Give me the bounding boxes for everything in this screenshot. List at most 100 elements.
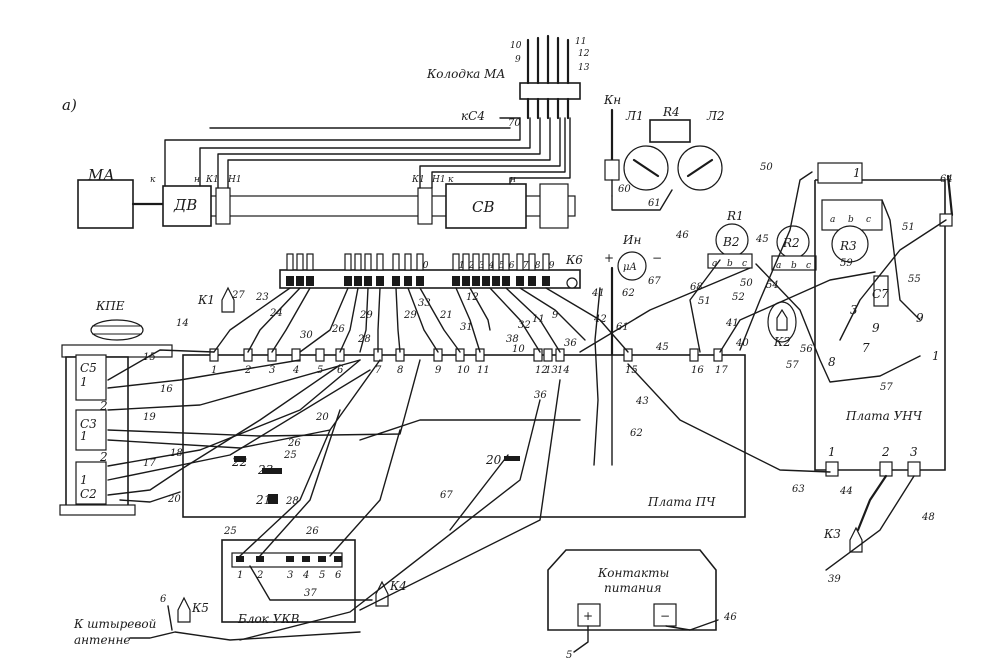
- k6-strip-pin: [502, 276, 510, 286]
- svg-text:К3: К3: [823, 527, 841, 541]
- svg-text:16: 16: [160, 384, 173, 395]
- svg-text:62: 62: [630, 428, 643, 439]
- svg-text:13: 13: [578, 63, 590, 73]
- ukv-pin: [334, 556, 342, 562]
- svg-text:21: 21: [255, 493, 271, 507]
- pch-pin-label: 13: [545, 365, 558, 376]
- svg-text:С3: С3: [80, 417, 97, 431]
- svg-text:45: 45: [755, 234, 769, 245]
- k6-strip-pin: [452, 276, 460, 286]
- pch-pin: [475, 348, 485, 362]
- l2-label: Л2: [706, 109, 725, 123]
- k6-strip-pin: [286, 276, 294, 286]
- svg-text:28: 28: [285, 496, 299, 507]
- figure-label: а): [62, 96, 77, 114]
- svg-text:1: 1: [80, 473, 88, 487]
- svg-text:5: 5: [566, 650, 572, 661]
- svg-text:10: 10: [512, 344, 525, 355]
- wire-number-labels: 27 23 24 14 15 16 19 18 17 20 22 23 21 2…: [143, 162, 940, 507]
- svg-text:a: a: [776, 261, 781, 271]
- pch-pin: [433, 348, 443, 362]
- svg-text:c: c: [742, 259, 747, 269]
- svg-text:11: 11: [575, 37, 586, 47]
- k6-label: К6: [565, 253, 583, 267]
- svg-text:b: b: [727, 259, 733, 269]
- pch-pin: [689, 348, 699, 362]
- pch-pin-label: 6: [337, 365, 344, 376]
- kolodka-ma-label: Колодка МА: [426, 67, 506, 81]
- k6-strip-pin: [516, 276, 524, 286]
- svg-text:к: к: [150, 175, 156, 185]
- pch-pin-label: 10: [457, 365, 470, 376]
- c2-section: [75, 461, 107, 505]
- power-contacts: Контакты питания + − 5 46: [547, 549, 737, 661]
- svg-text:С5: С5: [80, 361, 97, 375]
- lamps-and-switch: Кн 60 Л1 Л2 R4 61: [603, 93, 725, 211]
- kolodka-ma-body: [519, 82, 581, 100]
- svg-text:С2: С2: [80, 487, 97, 501]
- svg-text:52: 52: [732, 292, 745, 303]
- blok-ukv-body: [221, 539, 356, 623]
- ukv-pin-label: 3: [287, 570, 293, 581]
- svg-text:9: 9: [872, 321, 880, 335]
- svg-text:26: 26: [305, 526, 319, 537]
- svg-text:μA: μA: [623, 262, 637, 273]
- svg-text:41: 41: [591, 288, 605, 299]
- svg-text:Н1: Н1: [431, 175, 446, 185]
- r4-label: R4: [662, 105, 680, 119]
- ukv-pin: [318, 556, 326, 562]
- svg-text:к: к: [448, 175, 454, 185]
- pch-pin: [315, 348, 325, 362]
- svg-text:31: 31: [460, 322, 473, 333]
- k6-strip-pin: [472, 276, 480, 286]
- svg-text:7: 7: [862, 341, 870, 355]
- svg-text:c: c: [866, 215, 871, 225]
- controls-group: R1 В2 a b c R2 a b c a b c R3 С7 К2: [707, 199, 889, 349]
- l1-label: Л1: [625, 109, 644, 123]
- svg-text:19: 19: [143, 412, 156, 423]
- svg-text:2: 2: [99, 450, 108, 464]
- pch-pin: [335, 348, 345, 362]
- pch-pin-label: 9: [435, 365, 442, 376]
- svg-text:51: 51: [698, 296, 711, 307]
- ma-label: МА: [87, 166, 115, 184]
- kn-switch: [604, 159, 620, 181]
- svg-text:57: 57: [786, 360, 799, 371]
- svg-text:50: 50: [760, 162, 773, 173]
- pch-pin-label: 8: [397, 365, 403, 376]
- ukv-pin: [286, 556, 294, 562]
- svg-text:39: 39: [828, 574, 841, 585]
- pch-pin-label: 16: [691, 365, 704, 376]
- ukv-pin: [236, 556, 244, 562]
- svg-text:40: 40: [735, 338, 749, 349]
- k6-strip-pin: [392, 276, 400, 286]
- svg-text:27: 27: [231, 290, 245, 301]
- wiring-bundle: 39 48 44 63 20 67 62 43 36 37: [107, 171, 947, 641]
- svg-text:60: 60: [618, 184, 631, 195]
- kolodka-ma: Колодка МА 10 9 11 12 13 кС4 70: [426, 34, 590, 129]
- svg-text:6: 6: [160, 594, 167, 605]
- svg-text:44: 44: [839, 486, 853, 497]
- svg-text:26: 26: [287, 438, 301, 449]
- svg-text:54: 54: [766, 280, 779, 291]
- ma-block: [77, 179, 134, 229]
- c5-section: [75, 354, 107, 401]
- pch-pin-label: 1: [211, 365, 217, 376]
- svg-text:−: −: [652, 251, 662, 265]
- svg-text:30: 30: [300, 330, 313, 341]
- svg-text:20: 20: [315, 412, 329, 423]
- k6-strip-pin: [376, 276, 384, 286]
- plus-terminal: [577, 603, 601, 627]
- svg-text:50: 50: [740, 278, 753, 289]
- pch-pin: [291, 348, 301, 362]
- kpe-label: КПЕ: [95, 299, 125, 313]
- svg-text:23: 23: [255, 292, 269, 303]
- svg-text:43: 43: [635, 396, 649, 407]
- svg-text:51: 51: [902, 222, 915, 233]
- svg-text:64: 64: [940, 174, 953, 185]
- pch-pin-label: 7: [375, 365, 382, 376]
- svg-text:15: 15: [143, 352, 156, 363]
- ukv-pin-label: 2: [256, 570, 263, 581]
